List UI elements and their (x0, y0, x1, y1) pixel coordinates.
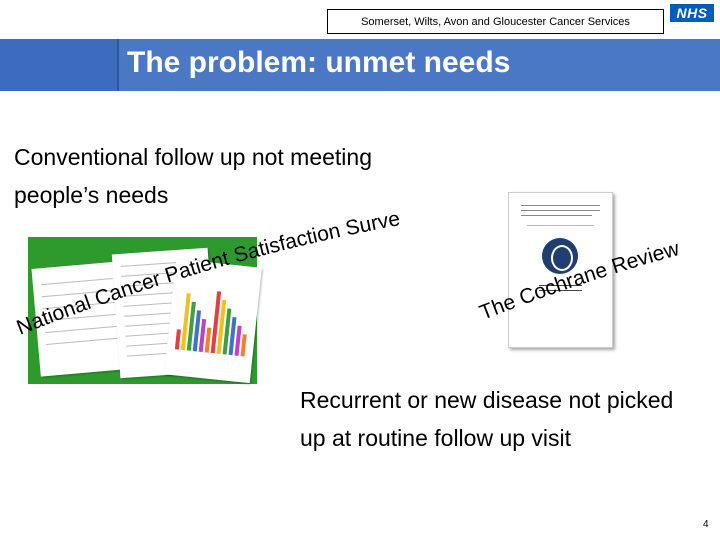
nhs-logo: NHS (670, 4, 714, 22)
survey-documents-image (28, 237, 262, 384)
survey-bar-decoration (174, 329, 181, 350)
cochrane-review-cover (508, 192, 613, 348)
review-label-text: The Cochrane Review (477, 237, 683, 325)
nhs-logo-text: NHS (676, 5, 708, 21)
cochrane-logo-icon (542, 238, 578, 274)
survey-bar-decoration (216, 299, 227, 354)
slide-title: The problem: unmet needs (127, 46, 511, 79)
survey-bar-decoration (222, 308, 232, 355)
followup-text: Recurrent or new disease not picked up a… (300, 387, 674, 451)
survey-chart-page (164, 258, 262, 384)
survey-label: National Cancer Patient Satisfaction Sur… (0, 0, 402, 340)
intro-text: Conventional follow up not meeting peopl… (14, 144, 373, 208)
organisation-name: Somerset, Wilts, Avon and Gloucester Can… (361, 15, 630, 28)
survey-bar-decoration (210, 291, 222, 354)
survey-label-text: National Cancer Patient Satisfaction Sur… (0, 0, 402, 340)
survey-bar-decoration (186, 301, 196, 351)
survey-bar-decoration (192, 310, 202, 352)
title-accent-square (0, 39, 119, 91)
survey-bar-decoration (180, 293, 191, 351)
survey-bar-decoration (198, 318, 207, 353)
review-label: The Cochrane Review (477, 237, 683, 325)
survey-bar-graphic (174, 291, 247, 357)
page-number: 4 (703, 519, 709, 530)
survey-bar-decoration (240, 334, 247, 357)
organisation-banner: Somerset, Wilts, Avon and Gloucester Can… (327, 9, 664, 34)
survey-bar-decoration (228, 317, 237, 356)
survey-bar-decoration (204, 327, 212, 353)
survey-bar-decoration (234, 325, 242, 356)
title-bar (0, 39, 720, 91)
